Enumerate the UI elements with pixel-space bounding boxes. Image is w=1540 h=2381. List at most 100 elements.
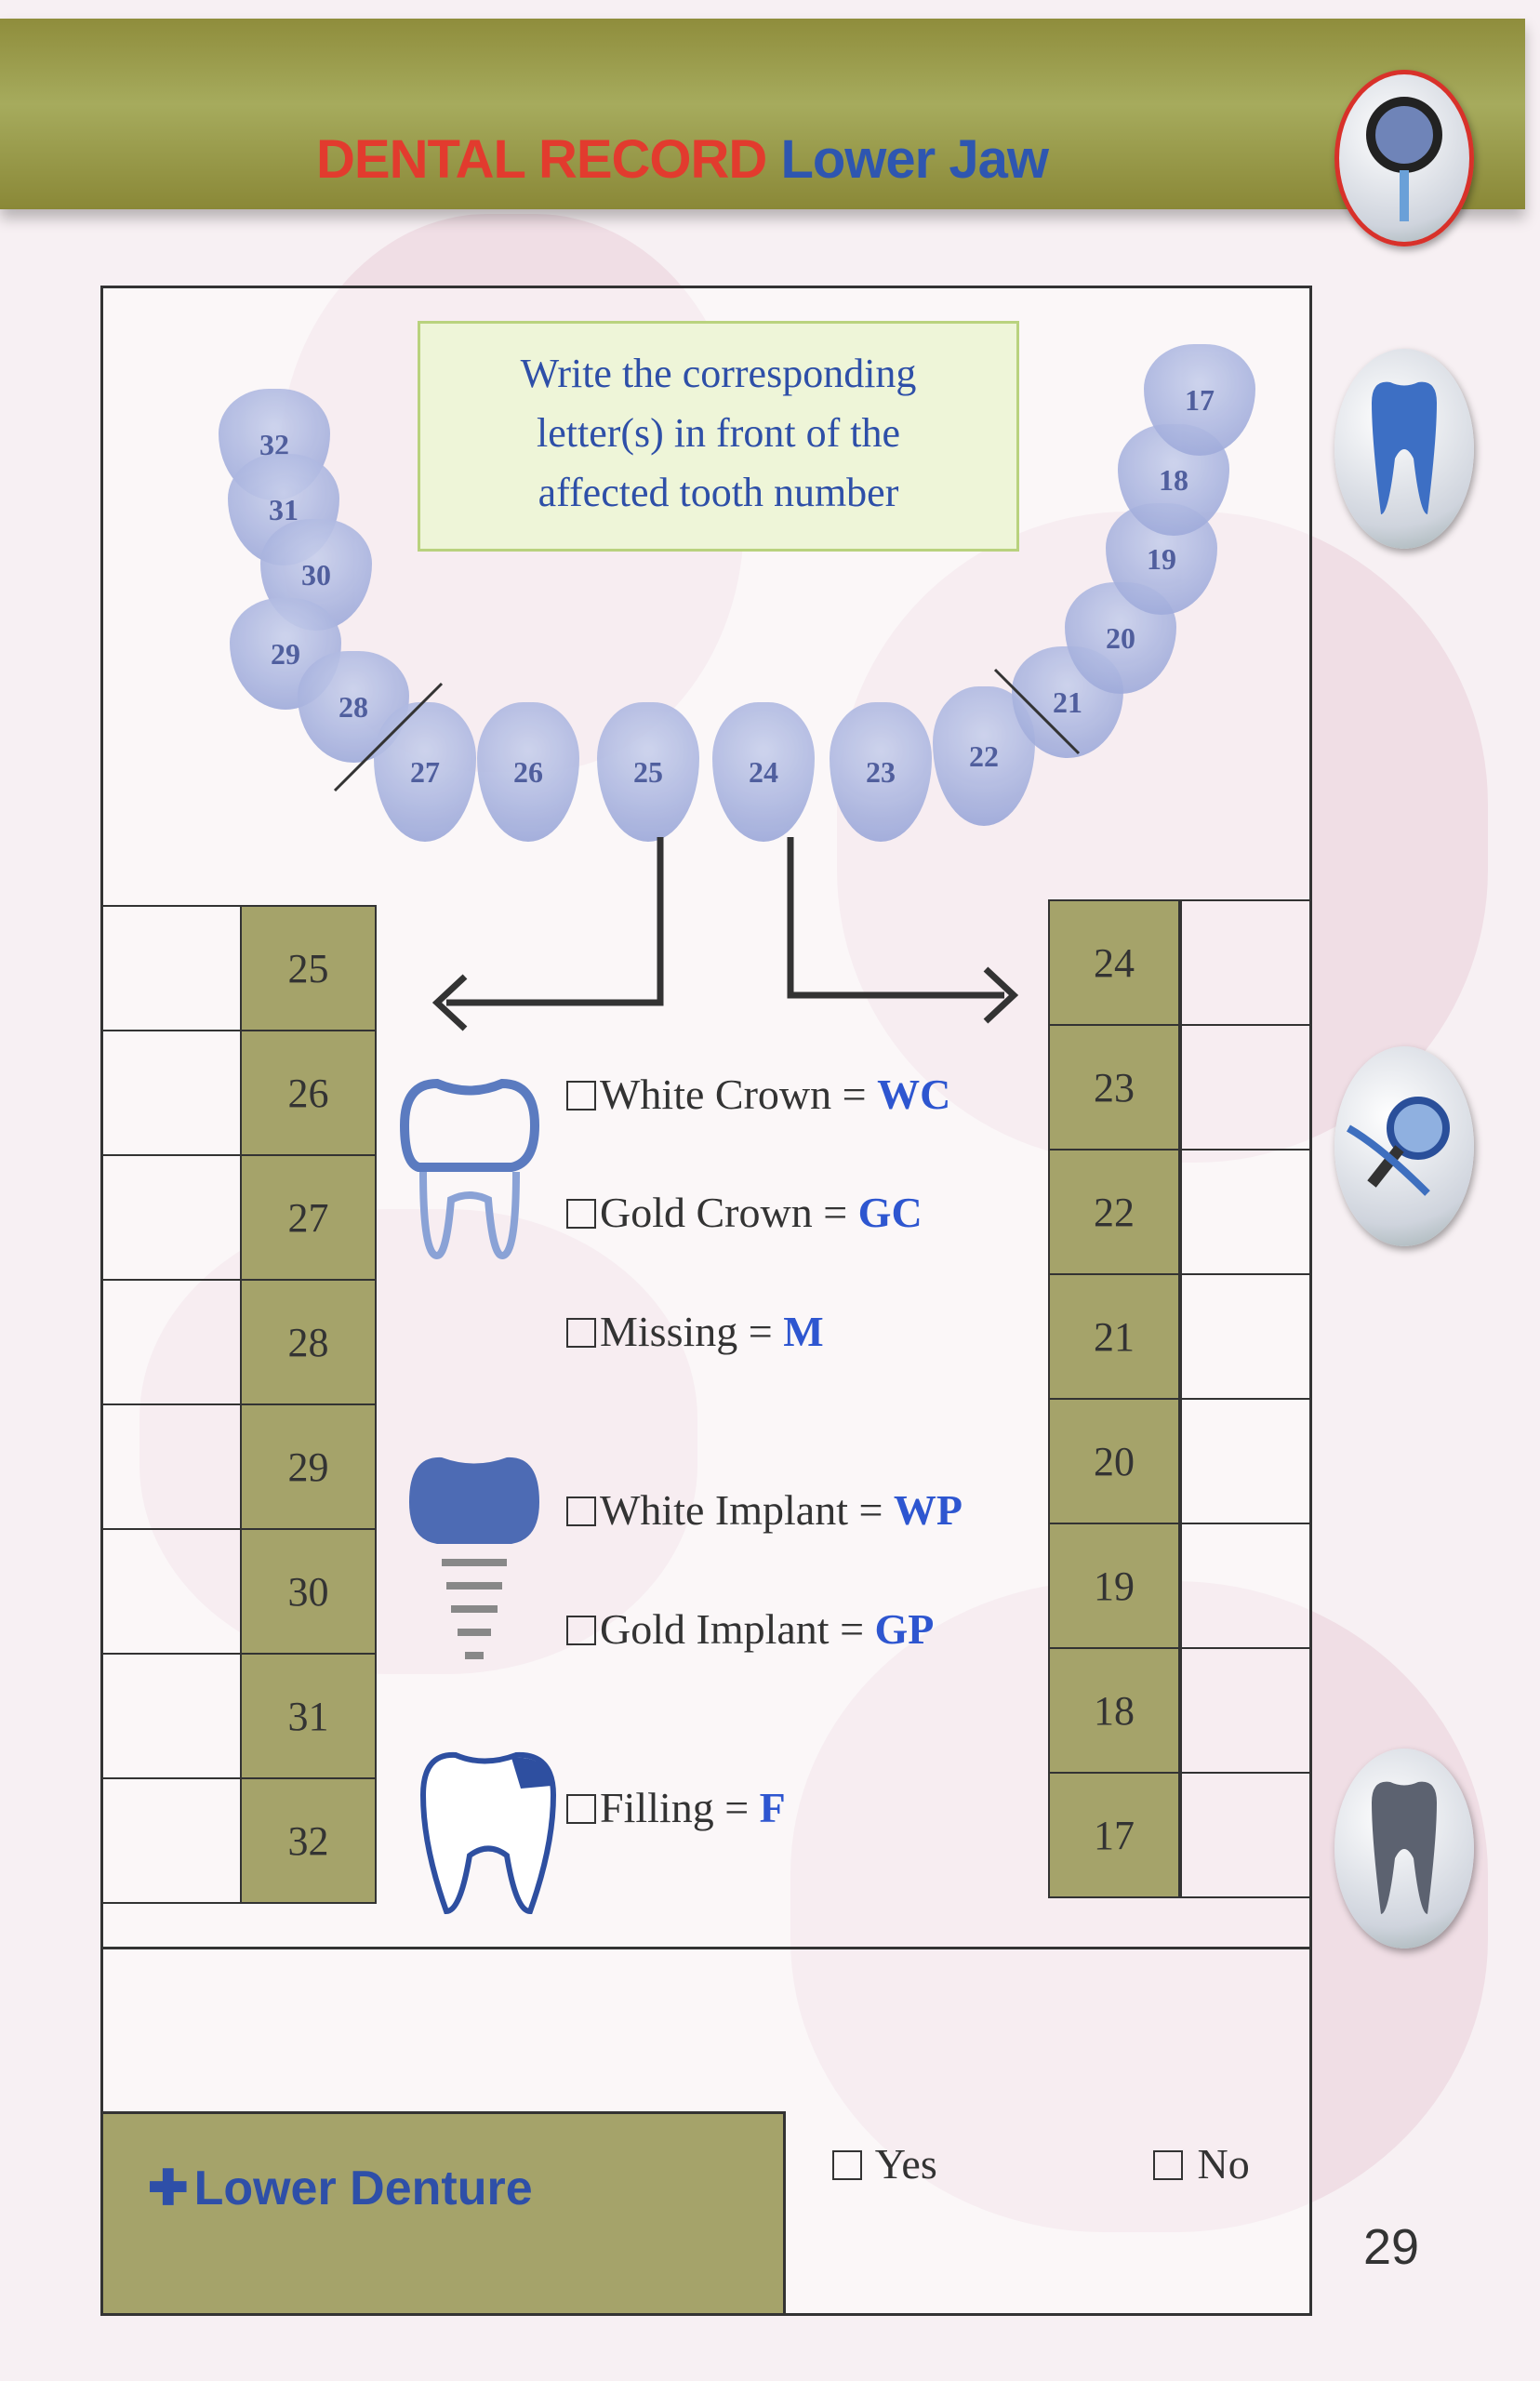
tooth-19-entry[interactable] bbox=[1180, 1523, 1312, 1649]
tooth-22-entry[interactable] bbox=[1180, 1149, 1312, 1275]
tooth-number: 17 bbox=[1185, 382, 1215, 417]
legend-code: WP bbox=[893, 1486, 963, 1534]
crown-icon bbox=[399, 1078, 540, 1260]
tooth-32-entry[interactable] bbox=[100, 1777, 242, 1904]
tooth-number: 25 bbox=[633, 754, 663, 789]
tooth-number-cell: 31 bbox=[240, 1653, 377, 1779]
legend-checkbox[interactable] bbox=[566, 1081, 596, 1111]
tooth-number: 21 bbox=[1094, 1313, 1135, 1360]
tooth-31-entry[interactable] bbox=[100, 1653, 242, 1779]
tooth-number: 29 bbox=[271, 636, 300, 671]
legend-code: WC bbox=[877, 1071, 951, 1118]
tooth-number: 23 bbox=[1094, 1064, 1135, 1111]
legend-checkbox[interactable] bbox=[566, 1199, 596, 1229]
tooth-number-cell: 22 bbox=[1048, 1149, 1180, 1275]
tooth-number: 27 bbox=[287, 1194, 329, 1241]
legend-item[interactable]: Gold Implant = GP bbox=[566, 1604, 934, 1654]
tooth-number: 25 bbox=[287, 945, 329, 991]
legend-label: Gold Implant = bbox=[600, 1605, 875, 1653]
yes-label: Yes bbox=[874, 2140, 937, 2188]
tooth-number: 26 bbox=[287, 1070, 329, 1116]
tooth-26-entry[interactable] bbox=[100, 1030, 242, 1156]
no-label: No bbox=[1197, 2140, 1250, 2188]
denture-no-option[interactable]: No bbox=[1153, 2139, 1250, 2188]
tooth-number: 26 bbox=[513, 754, 543, 789]
notes-row[interactable] bbox=[100, 1947, 1312, 2111]
tooth-number-cell: 18 bbox=[1048, 1647, 1180, 1774]
tooth-number: 17 bbox=[1094, 1812, 1135, 1858]
lower-denture-label-cell: ✚ Lower Denture bbox=[100, 2111, 786, 2316]
legend-item[interactable]: White Implant = WP bbox=[566, 1485, 962, 1535]
no-checkbox[interactable] bbox=[1153, 2150, 1183, 2180]
tooth-number: 28 bbox=[339, 689, 368, 724]
tooth-number: 20 bbox=[1106, 620, 1135, 655]
tooth-number-cell: 32 bbox=[240, 1777, 377, 1904]
implant-icon bbox=[409, 1457, 539, 1659]
tooth-23-entry[interactable] bbox=[1180, 1024, 1312, 1151]
background-map bbox=[139, 1209, 697, 1674]
tooth-number-cell: 29 bbox=[240, 1403, 377, 1530]
tooth-icon bbox=[1334, 349, 1474, 549]
tooth-number: 27 bbox=[410, 754, 440, 789]
legend-code: F bbox=[759, 1784, 786, 1831]
denture-yes-option[interactable]: Yes bbox=[832, 2139, 937, 2188]
tooth-number: 20 bbox=[1094, 1438, 1135, 1484]
tooth-30-entry[interactable] bbox=[100, 1528, 242, 1655]
tooth-number-cell: 30 bbox=[240, 1528, 377, 1655]
yes-checkbox[interactable] bbox=[832, 2150, 862, 2180]
tooth-23: 23 bbox=[830, 702, 932, 842]
tooth-27: 27 bbox=[374, 702, 476, 842]
tooth-number: 30 bbox=[287, 1568, 329, 1615]
legend-code: GC bbox=[857, 1189, 923, 1236]
tooth-26: 26 bbox=[477, 702, 579, 842]
tooth-dark-icon bbox=[1334, 1749, 1474, 1949]
filling-tooth-icon bbox=[419, 1751, 557, 1915]
tooth-21-entry[interactable] bbox=[1180, 1273, 1312, 1400]
tooth-18-entry[interactable] bbox=[1180, 1647, 1312, 1774]
tooth-27-entry[interactable] bbox=[100, 1154, 242, 1281]
tooth-number-cell: 21 bbox=[1048, 1273, 1180, 1400]
lower-denture-label: Lower Denture bbox=[193, 2162, 533, 2215]
instruction-box: Write the corresponding letter(s) in fro… bbox=[418, 321, 1019, 552]
legend-checkbox[interactable] bbox=[566, 1794, 596, 1824]
header-banner: DENTAL RECORD Lower Jaw bbox=[0, 19, 1525, 209]
page-title: DENTAL RECORD Lower Jaw bbox=[316, 128, 1049, 191]
legend-checkbox[interactable] bbox=[566, 1616, 596, 1645]
tooth-17-entry[interactable] bbox=[1180, 1772, 1312, 1898]
tooth-number-cell: 23 bbox=[1048, 1024, 1180, 1151]
tooth-number: 31 bbox=[269, 492, 299, 526]
page-number: 29 bbox=[1363, 2219, 1420, 2275]
legend-item[interactable]: Missing = M bbox=[566, 1307, 824, 1356]
tooth-20-entry[interactable] bbox=[1180, 1398, 1312, 1524]
legend-label: Missing = bbox=[600, 1308, 784, 1355]
tooth-number: 18 bbox=[1094, 1687, 1135, 1734]
tooth-25: 25 bbox=[597, 702, 699, 842]
tooth-number: 28 bbox=[287, 1319, 329, 1365]
tooth-number-cell: 26 bbox=[240, 1030, 377, 1156]
tooth-24-entry[interactable] bbox=[1180, 899, 1312, 1026]
tooth-number: 18 bbox=[1159, 462, 1188, 497]
title-blue: Lower Jaw bbox=[780, 129, 1049, 190]
tooth-number-cell: 27 bbox=[240, 1154, 377, 1281]
legend-checkbox[interactable] bbox=[566, 1496, 596, 1526]
legend-label: White Crown = bbox=[600, 1071, 878, 1118]
instruction-line: Write the corresponding bbox=[520, 351, 917, 396]
tooth-number: 22 bbox=[969, 738, 999, 773]
title-red: DENTAL RECORD bbox=[316, 129, 767, 190]
tooth-number: 19 bbox=[1094, 1563, 1135, 1609]
tooth-number-cell: 25 bbox=[240, 905, 377, 1031]
legend-item[interactable]: White Crown = WC bbox=[566, 1070, 950, 1119]
legend-item[interactable]: Gold Crown = GC bbox=[566, 1188, 923, 1237]
tooth-29-entry[interactable] bbox=[100, 1403, 242, 1530]
tooth-28-entry[interactable] bbox=[100, 1279, 242, 1405]
tooth-number: 30 bbox=[301, 557, 331, 592]
tooth-number: 29 bbox=[287, 1443, 329, 1490]
legend-code: GP bbox=[874, 1605, 935, 1653]
tooth-25-entry[interactable] bbox=[100, 905, 242, 1031]
legend-item[interactable]: Filling = F bbox=[566, 1783, 786, 1832]
plus-icon: ✚ bbox=[148, 2162, 189, 2215]
legend-checkbox[interactable] bbox=[566, 1318, 596, 1348]
tooth-number: 19 bbox=[1147, 541, 1176, 576]
tooth-number: 31 bbox=[287, 1693, 329, 1739]
